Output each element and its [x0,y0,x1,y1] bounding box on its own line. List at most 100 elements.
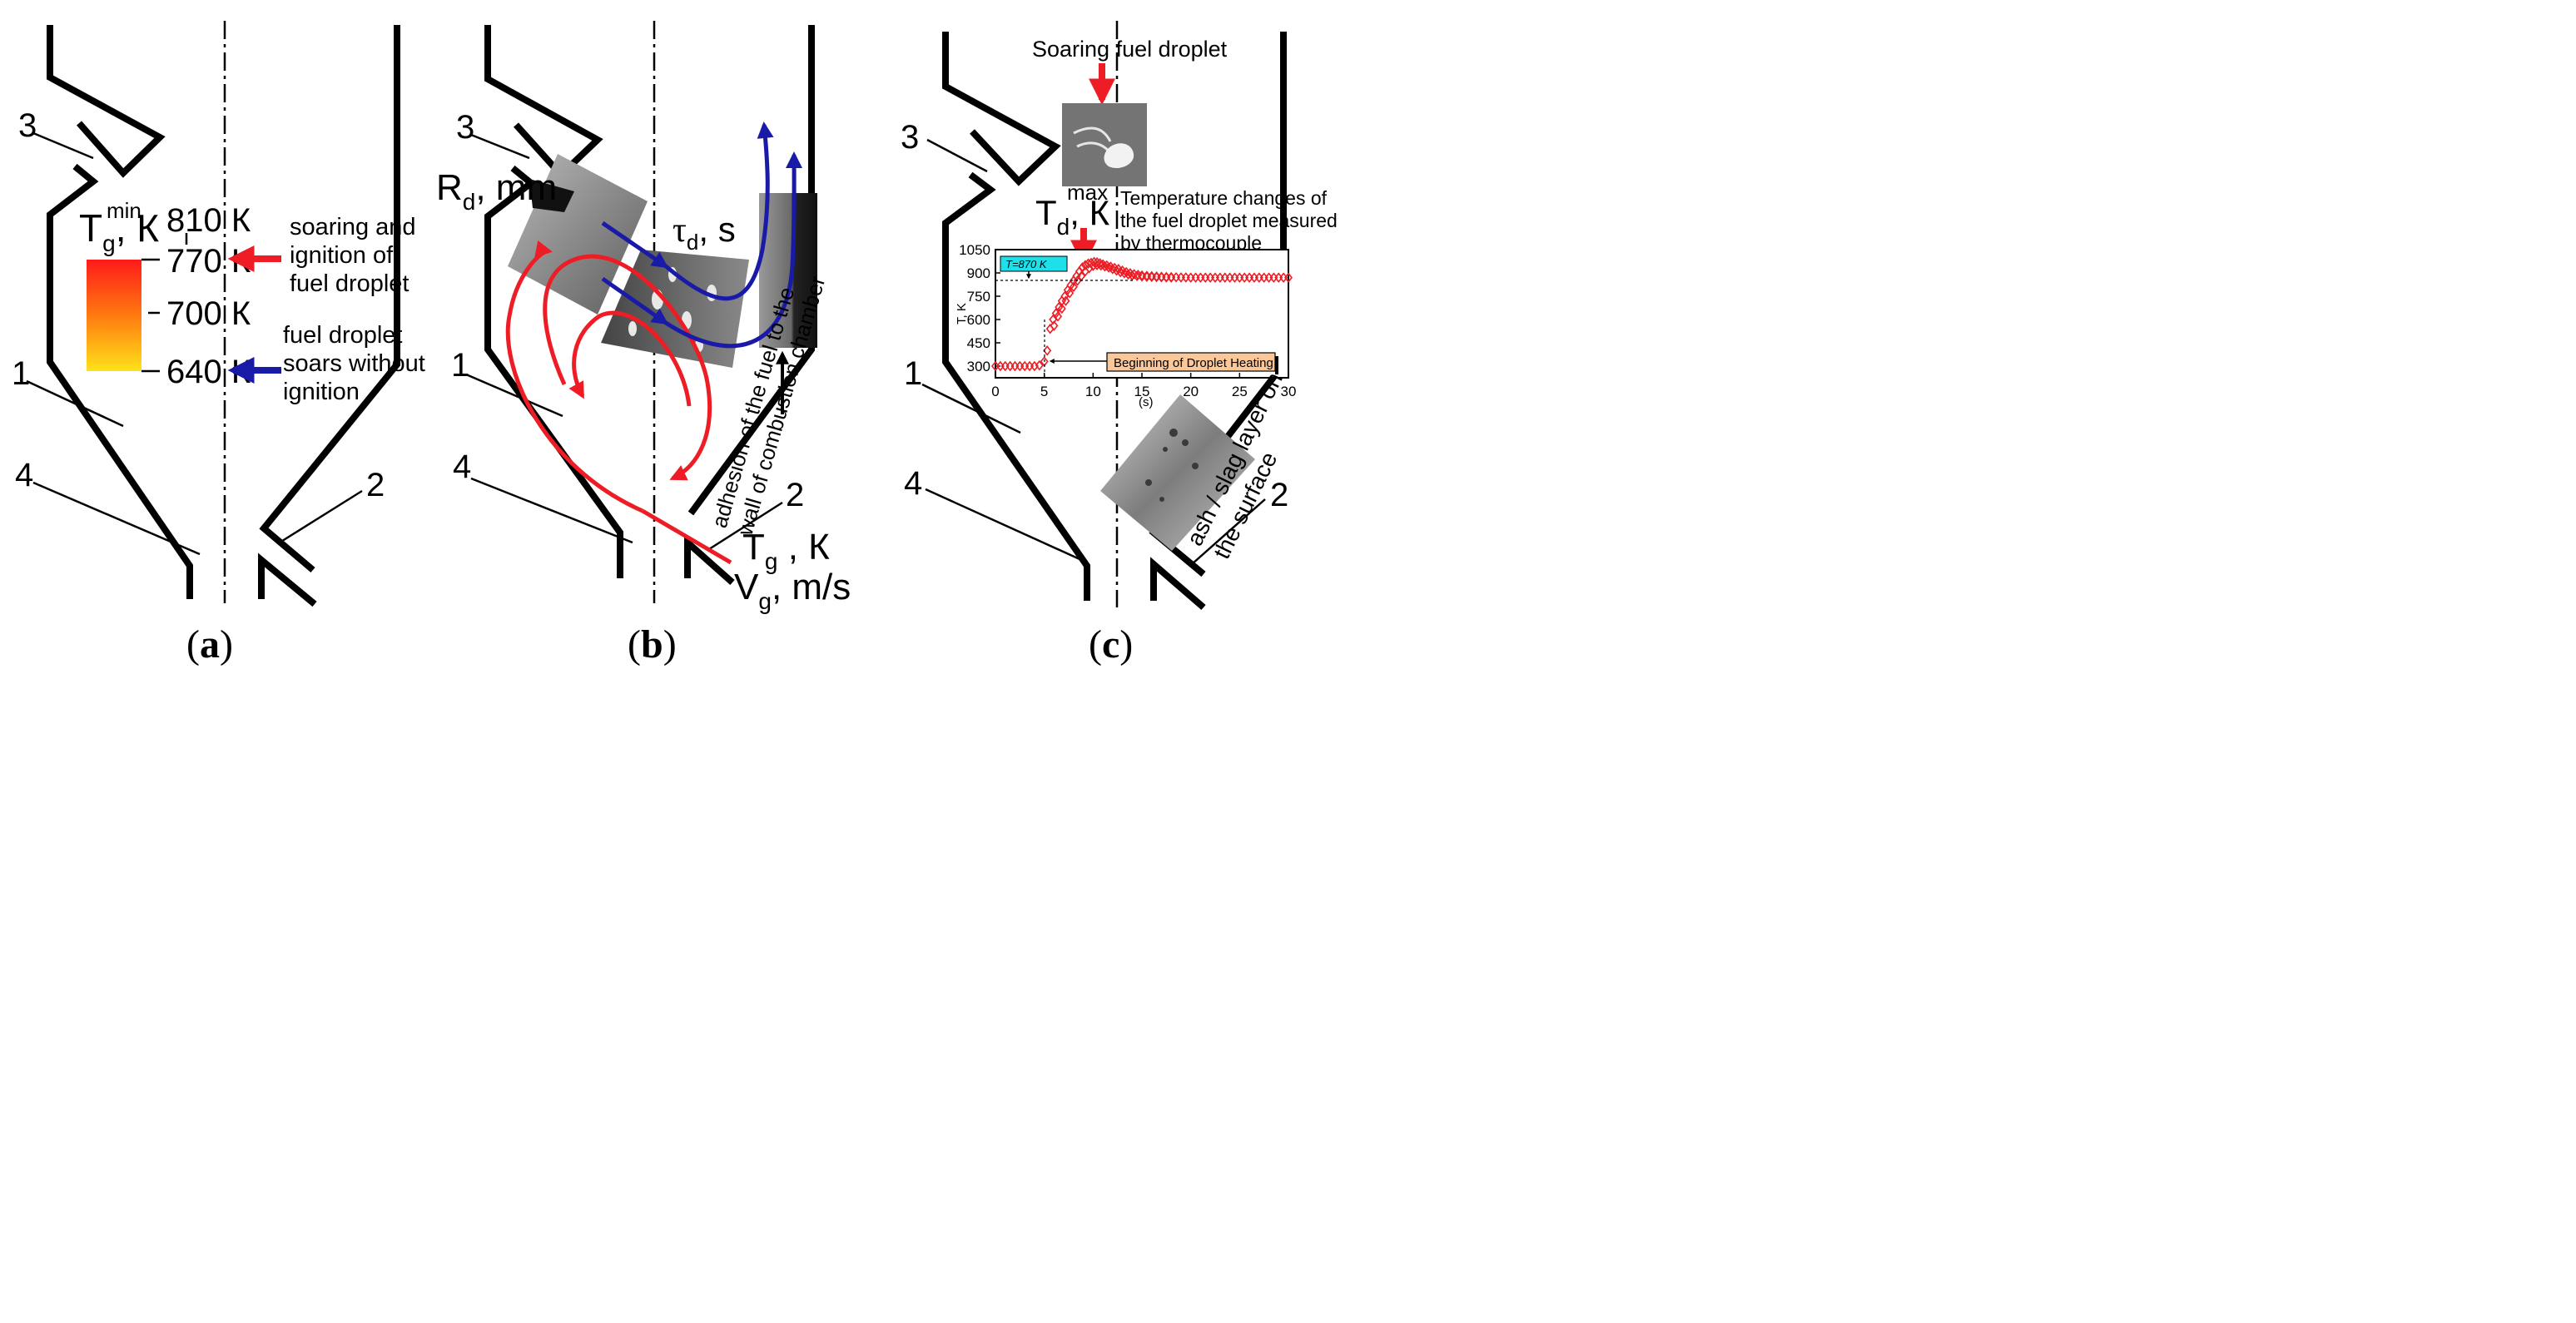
panel-c-label-1: 1 [904,355,922,392]
panel-b-red-middle-loop [543,254,712,481]
panel-c-label-2: 2 [1270,477,1288,513]
panel-c-left-wall-lower [942,171,1090,601]
panel-c-leaders [921,138,1266,565]
panel-b-red-lower-loop [583,391,692,453]
panel-c-photo-droplet-blob [1104,143,1134,169]
temperature-point [1065,287,1075,299]
temperature-point [1035,359,1044,371]
y-tick-label: 600 [967,312,990,328]
thermocouple-chart-steady-label-box [1000,255,1068,272]
panel-a-left-wall-lower [47,163,193,599]
y-tick-label: 1050 [959,242,990,258]
thermocouple-chart-heating-label: Beginning of Droplet Heating [1114,356,1273,370]
panel-b-walls [484,21,815,603]
panel-c-left-wall-upper [942,32,1061,186]
panel-a: 3 1 4 2 Tg, К min 810 К 770 К 700 К 640 … [12,21,432,607]
panel-b-label-4: 4 [453,448,471,485]
temperature-point [1080,260,1089,270]
panel-a-outlet-baffle [258,552,317,607]
panel-a-temp-title-sup: min [107,198,141,223]
temperature-point [1057,303,1066,315]
temperature-point [1089,260,1098,271]
caption-c: (c) [1089,622,1133,666]
panel-b-blue-upper-track [601,220,669,269]
panel-b-photo-flow [601,250,749,368]
panel-b-red-inlet-path [641,508,732,565]
y-tick-label: 900 [967,265,990,281]
thermocouple-chart-y-axis: 300 450 600 750 900 1050 [959,242,1000,374]
panel-b-photo-dark-blob [529,179,574,212]
panel-c-photo-droplet [1062,103,1147,186]
panel-b-tau-label: τd, s [673,210,736,255]
panel-c-label-4: 4 [904,465,922,502]
temperature-point [1283,272,1293,283]
panel-b-blue-upper-curve [664,121,774,301]
thermocouple-chart-y-label: T, K [955,303,969,325]
x-tick-label: 0 [991,384,999,399]
temperature-point [1167,272,1176,283]
panel-c-soaring-label: Soaring fuel droplet [1032,37,1228,62]
thermocouple-chart-x-label: (s) [1139,395,1154,409]
x-tick-label: 30 [1281,384,1297,399]
panel-c-outlet-baffle [1150,557,1206,611]
panel-a-walls [47,21,400,607]
panel-b-vg-label: Vg, m/s [734,567,851,614]
panel-a-label-1: 1 [12,355,30,392]
panel-a-label-4: 4 [15,457,33,493]
panel-b-tg-label: Tg , К [742,527,830,574]
caption-b: (b) [628,622,677,666]
panel-b-red-outer-loop [505,240,644,513]
thermocouple-chart-steady-label: T=870 K [1005,258,1048,270]
panel-a-red-note: soaring and ignition of fuel droplet [290,214,423,297]
x-tick-label: 25 [1232,384,1248,399]
panel-b-label-2: 2 [786,477,804,513]
y-tick-label: 300 [967,359,990,374]
panel-c-photo-ash-texture [1145,429,1199,502]
panel-b-left-wall-upper [484,25,603,180]
temperature-point [1085,263,1094,274]
panel-b-photos [508,154,817,368]
panel-b-red-inner-loop [568,310,692,407]
y-tick-label: 450 [967,335,990,351]
x-tick-label: 5 [1040,384,1048,399]
panel-c: 3 1 4 2 Soaring fuel droplet Td, К max T… [901,21,1338,611]
y-tick-label: 750 [967,289,990,305]
panel-a-scale-700: 700 К [166,295,251,332]
temperature-point [1069,281,1078,293]
panel-b-right-wall [687,25,815,516]
panel-b-leaders [465,133,783,551]
panel-b-blue-trajectories [601,121,803,349]
panel-b-red-circulation [505,240,732,565]
panel-b: 3 1 4 2 Rd, mm τd, s adhesion of the fue… [436,21,851,614]
panel-a-scale-810: 810 К [166,202,251,239]
temperature-point [1043,345,1052,356]
temperature-point [1061,295,1070,306]
panel-c-photo-ash-layer [1100,394,1255,551]
thermocouple-chart-points [990,256,1293,372]
panel-c-td-label-sup: max [1067,180,1108,205]
panel-b-outlet-baffle [684,535,735,585]
panel-b-blue-lower-curve [664,151,803,349]
panel-b-label-1: 1 [451,347,469,384]
temperature-point [1073,275,1082,286]
temperature-point [1128,270,1137,281]
caption-a: (a) [186,622,233,666]
panel-a-leaders [26,131,363,556]
panel-c-td-label: Td, К [1035,193,1110,240]
panel-b-left-wall-lower [484,165,623,578]
panel-b-rd-label: Rd, mm [436,167,557,215]
panel-b-blue-lower-track [601,276,669,325]
panel-c-label-3: 3 [901,119,919,156]
x-tick-label: 20 [1183,384,1199,399]
panel-a-blue-note: fuel droplet soars without ignition [283,322,432,405]
temperature-point [1050,320,1059,331]
panel-a-temp-title: Tg, К [79,206,159,256]
panel-a-label-3: 3 [18,107,37,144]
x-tick-label: 10 [1085,384,1101,399]
panel-a-label-2: 2 [366,467,385,503]
panel-a-temperature-gradient [87,260,141,371]
panel-b-label-3: 3 [456,109,474,146]
